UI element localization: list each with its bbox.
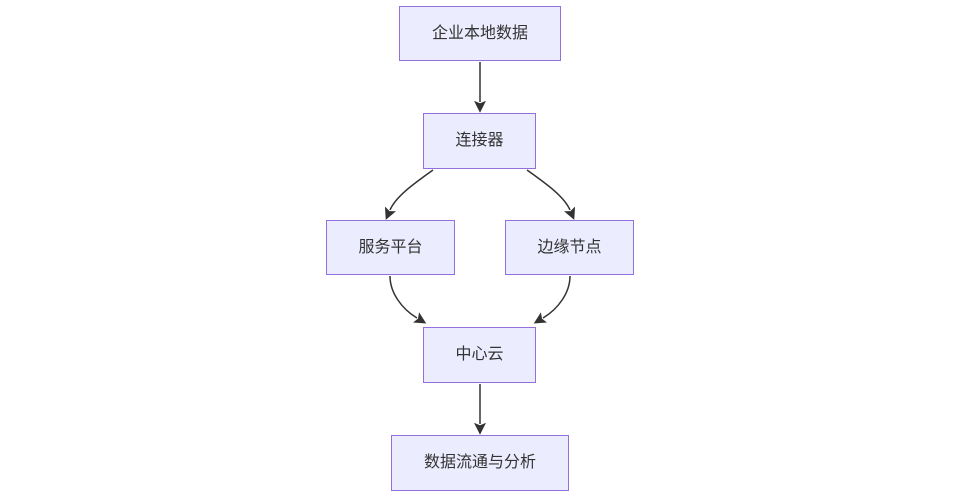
node-label: 数据流通与分析 (423, 454, 536, 471)
node-connector: 连接器 (423, 113, 536, 169)
node-data-flow-analysis: 数据流通与分析 (391, 435, 569, 491)
node-label: 边缘节点 (537, 238, 602, 256)
edge-edge-node-to-central-cloud (533, 275, 571, 324)
edge-service-platform-to-central-cloud (389, 275, 427, 324)
node-label: 企业本地数据 (431, 24, 528, 42)
node-central-cloud: 中心云 (423, 327, 536, 383)
node-label: 中心云 (455, 346, 504, 363)
node-enterprise-local-data: 企业本地数据 (399, 6, 561, 61)
node-label: 服务平台 (358, 238, 423, 256)
node-edge-node: 边缘节点 (505, 220, 634, 275)
edge-connector-to-edge-node (526, 169, 576, 220)
node-service-platform: 服务平台 (326, 220, 455, 275)
edge-connector-to-service-platform (384, 169, 434, 220)
node-label: 连接器 (455, 132, 504, 149)
